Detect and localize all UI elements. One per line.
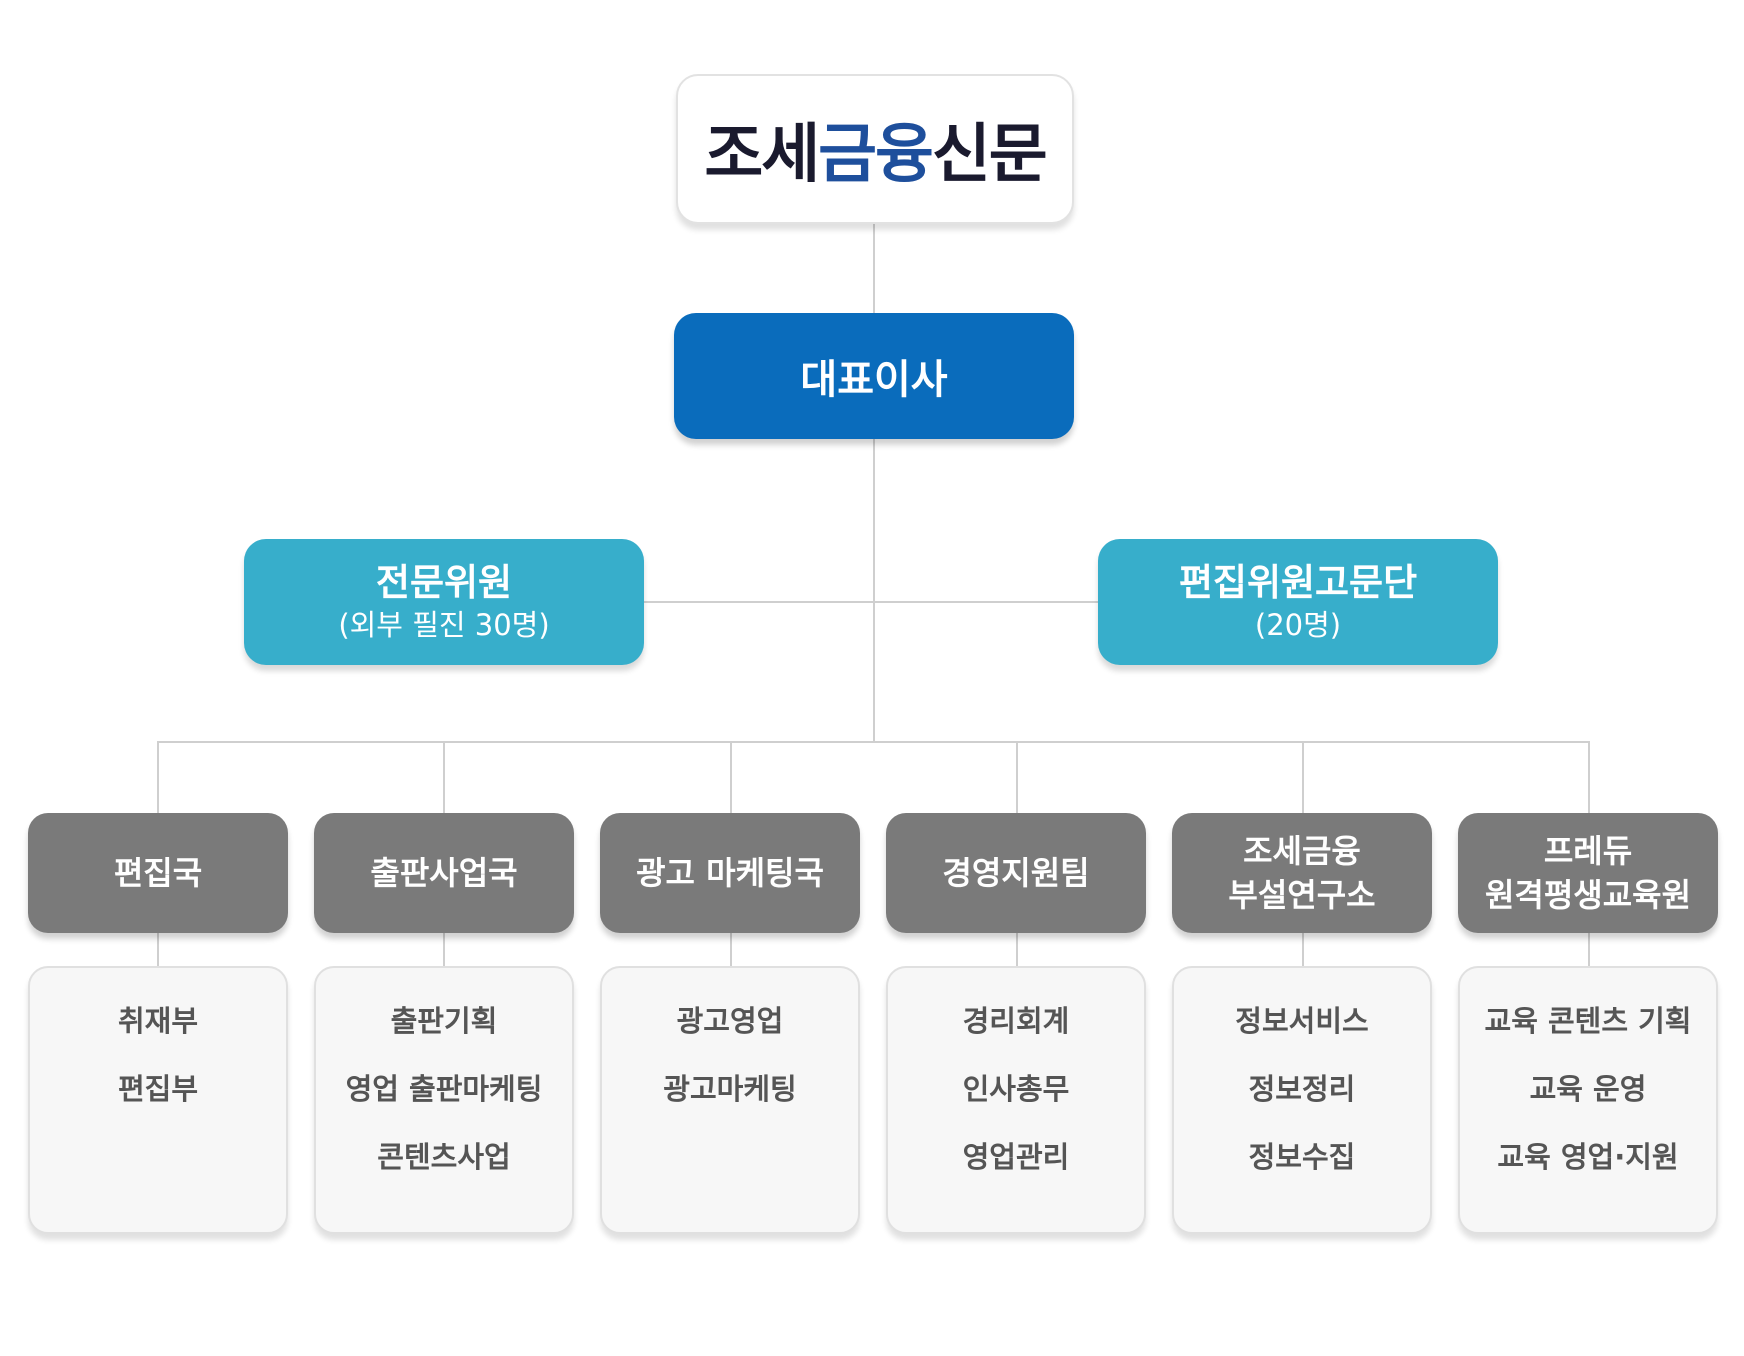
subunit-item: 편집부	[117, 1072, 199, 1106]
logo-text-3: 신문	[931, 118, 1048, 192]
connector-dept-sub	[1016, 933, 1018, 966]
connector-drop	[157, 741, 159, 813]
advisor-subtitle: (외부 필진 30명)	[338, 608, 550, 642]
connector-dept-sub	[1302, 933, 1304, 966]
subunit-item: 정보서비스	[1235, 1004, 1369, 1038]
connector-dept-bus	[157, 741, 1589, 743]
connector-drop	[1588, 741, 1590, 813]
dept-box: 프레듀 원격평생교육원	[1458, 813, 1718, 933]
dept-box: 편집국	[28, 813, 288, 933]
dept-name: 프레듀	[1543, 832, 1633, 870]
subunit-item: 광고영업	[676, 1004, 784, 1038]
connector-drop	[1016, 741, 1018, 813]
subunit-item: 경리회계	[962, 1004, 1070, 1038]
ceo-label: 대표이사	[800, 357, 948, 403]
dept-name: 편집국	[113, 854, 203, 892]
dept-name: 출판사업국	[370, 854, 518, 892]
advisor-box-experts: 전문위원 (외부 필진 30명)	[244, 539, 644, 665]
dept-box: 광고 마케팅국	[600, 813, 860, 933]
subunit-item: 정보정리	[1248, 1072, 1356, 1106]
subunit-box: 광고영업 광고마케팅	[600, 966, 860, 1234]
connector-dept-sub	[1588, 933, 1590, 966]
dept-box: 경영지원팀	[886, 813, 1146, 933]
dept-name: 광고 마케팅국	[636, 854, 824, 892]
connector-drop	[1302, 741, 1304, 813]
advisor-box-editorial-board: 편집위원고문단 (20명)	[1098, 539, 1498, 665]
connector-ceo-trunk	[873, 439, 875, 742]
subunit-item: 콘텐츠사업	[377, 1140, 511, 1174]
dept-name: 경영지원팀	[942, 854, 1090, 892]
subunit-item: 출판기획	[390, 1004, 498, 1038]
subunit-item: 교육 콘텐츠 기획	[1484, 1004, 1692, 1038]
dept-box: 조세금융 부설연구소	[1172, 813, 1432, 933]
dept-name: 조세금융	[1243, 832, 1361, 870]
connector-advisors	[644, 601, 1100, 603]
connector-dept-sub	[443, 933, 445, 966]
subunit-item: 교육 운영	[1529, 1072, 1647, 1106]
subunit-box: 취재부 편집부	[28, 966, 288, 1234]
subunit-item: 광고마케팅	[663, 1072, 797, 1106]
subunit-item: 영업 출판마케팅	[345, 1072, 543, 1106]
connector-drop	[443, 741, 445, 813]
company-logo: 조세 금융 신문	[704, 103, 1048, 195]
advisor-title: 전문위원	[375, 561, 513, 604]
dept-box: 출판사업국	[314, 813, 574, 933]
subunit-box: 교육 콘텐츠 기획 교육 운영 교육 영업·지원	[1458, 966, 1718, 1234]
subunit-box: 출판기획 영업 출판마케팅 콘텐츠사업	[314, 966, 574, 1234]
dept-name-line2: 부설연구소	[1228, 876, 1376, 914]
subunit-item: 영업관리	[962, 1140, 1070, 1174]
subunit-item: 교육 영업·지원	[1497, 1140, 1679, 1174]
logo-text-1: 조세	[704, 118, 820, 192]
connector-drop	[730, 741, 732, 813]
advisor-subtitle: (20명)	[1254, 608, 1342, 642]
subunit-item: 인사총무	[962, 1072, 1070, 1106]
subunit-box: 경리회계 인사총무 영업관리	[886, 966, 1146, 1234]
ceo-box: 대표이사	[674, 313, 1074, 439]
logo-text-2: 금융	[818, 118, 934, 192]
advisor-title: 편집위원고문단	[1178, 561, 1418, 604]
connector-dept-sub	[157, 933, 159, 966]
dept-name-line2: 원격평생교육원	[1484, 876, 1692, 914]
connector-dept-sub	[730, 933, 732, 966]
subunit-item: 정보수집	[1248, 1140, 1356, 1174]
subunit-item: 취재부	[117, 1004, 199, 1038]
connector-logo-ceo	[873, 224, 875, 313]
subunit-box: 정보서비스 정보정리 정보수집	[1172, 966, 1432, 1234]
logo-box: 조세 금융 신문	[676, 74, 1074, 224]
